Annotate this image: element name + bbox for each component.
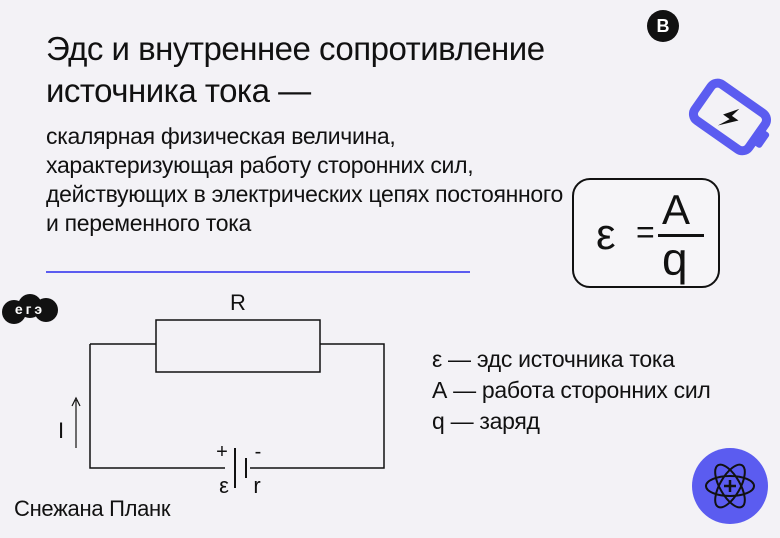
atom-badge	[692, 448, 768, 524]
formula-emf: ε	[596, 210, 616, 259]
formula-numerator: A	[662, 186, 691, 233]
circuit-diagram: R + - ε r I	[58, 290, 385, 498]
internal-resistance-label: r	[253, 473, 260, 498]
resistor	[155, 319, 321, 373]
plus-sign: +	[216, 441, 228, 463]
ege-badge-label: егэ	[15, 301, 45, 317]
atom-icon	[705, 463, 755, 509]
formula-equals: =	[636, 214, 655, 250]
legend-item: А — работа сторонних сил	[432, 377, 711, 403]
legend-item: q — заряд	[432, 408, 540, 434]
minus-sign: -	[255, 441, 262, 463]
emf-label: ε	[219, 473, 229, 498]
definition-text: скалярная физическая величина, характери…	[46, 123, 563, 236]
legend-item: ε — эдс источника тока	[432, 346, 675, 372]
author-name: Снежана Планк	[14, 496, 171, 521]
formula-denominator: q	[662, 233, 688, 285]
legend: ε — эдс источника тока А — работа сторон…	[432, 344, 752, 437]
b-badge: B	[647, 10, 679, 42]
current-label: I	[58, 418, 64, 443]
resistor-label: R	[230, 290, 246, 315]
ege-badge: егэ	[2, 294, 58, 324]
fraction-bar	[658, 234, 704, 237]
battery-icon	[688, 78, 771, 156]
divider	[46, 271, 470, 273]
page-title: Эдс и внутреннее сопротивление источника…	[46, 30, 545, 109]
formula-box: ε = A q	[572, 178, 720, 288]
